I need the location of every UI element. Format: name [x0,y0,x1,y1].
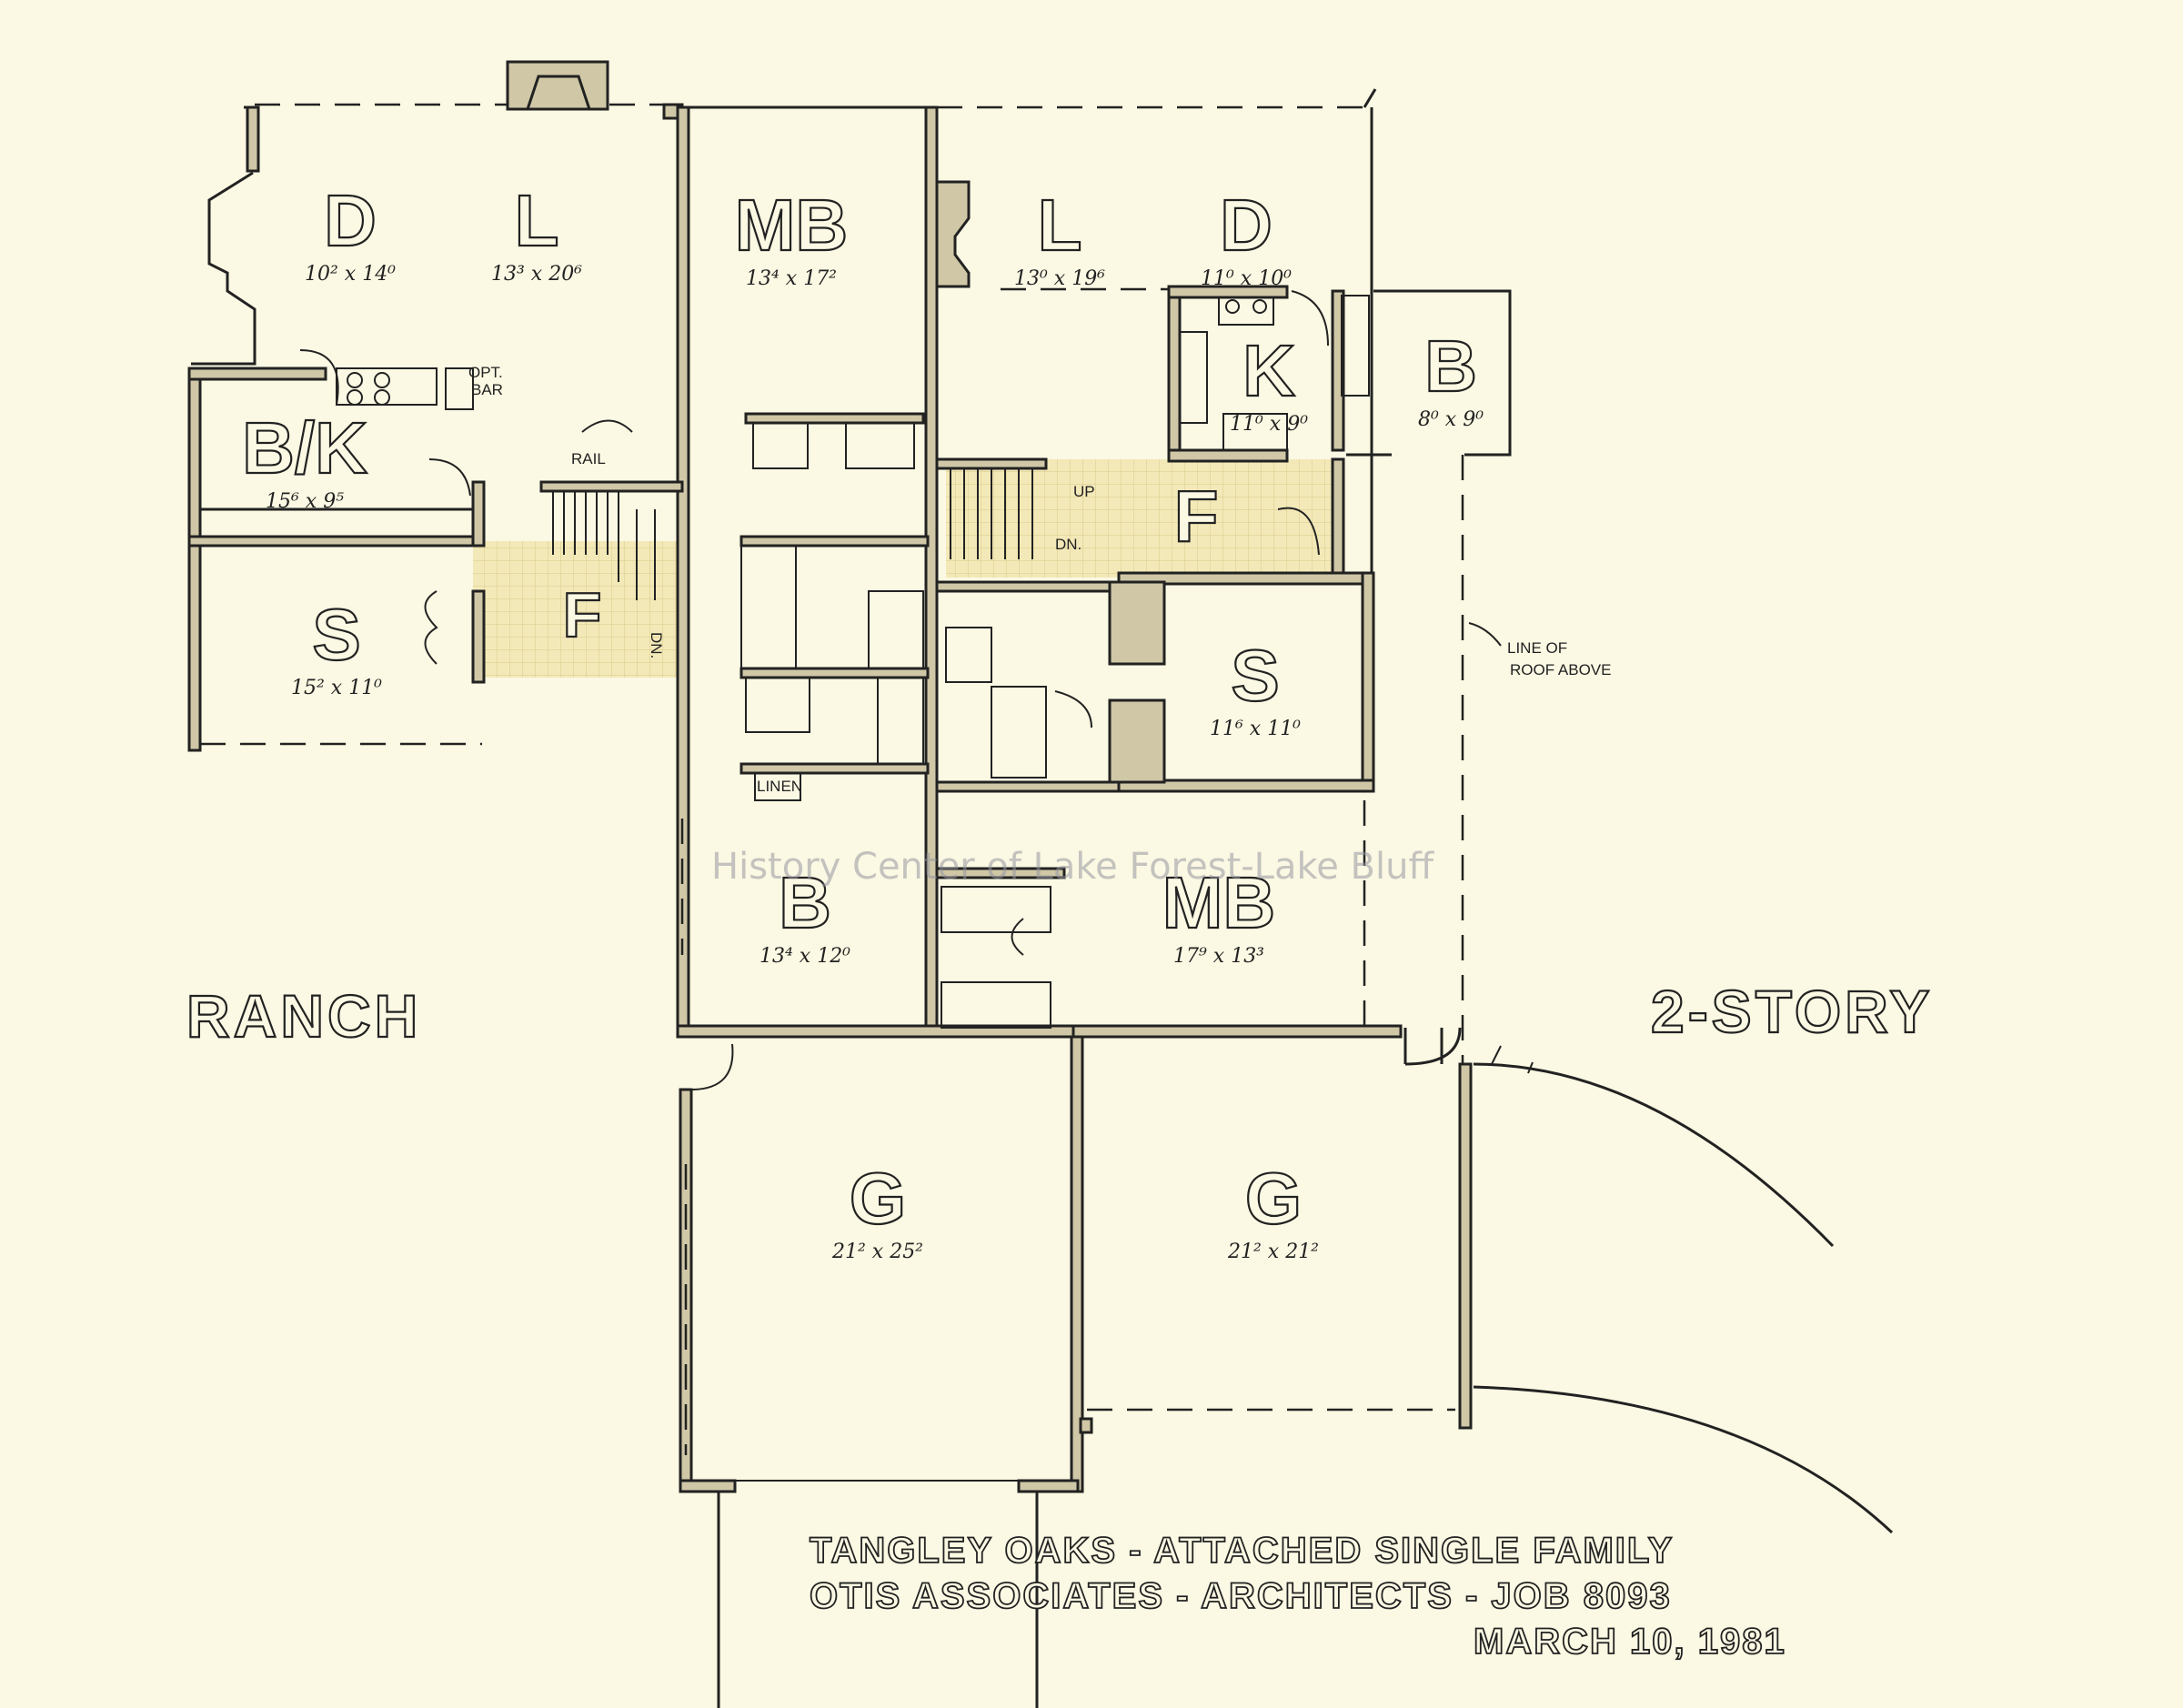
fireplace-2 [935,180,971,288]
room-dim-ranch-master-bedroom: 13⁴ x 17² [746,267,837,290]
opt-bar-note: OPT. [468,364,503,381]
two-story-label: 2-STORY [1651,978,1933,1045]
room-dim-ranch-garage: 21² x 25² [831,1241,923,1263]
roof-note: LINE OF [1507,639,1567,657]
room-dim-ranch-living: 13³ x 20⁶ [491,263,582,286]
driveway-curve [1473,1062,1835,1248]
room-letter-story-breakfast: B [1424,326,1477,407]
room-letter-story-garage: G [1245,1158,1302,1239]
room-dim-ranch-study: 15² x 11⁰ [291,677,382,699]
ranch-label: RANCH [186,982,421,1050]
room-dim-story-garage: 21² x 21² [1227,1241,1319,1263]
room-letter-story-living: L [1038,185,1082,266]
room-letter-ranch-living: L [515,180,559,261]
room-letter-story-foyer: F [1174,476,1219,557]
party-wall-right [924,105,939,1037]
opt-bar-note-2: BAR [471,381,503,398]
room-dim-ranch-bedroom: 13⁴ x 12⁰ [760,945,850,968]
linen-note: LINEN [757,778,802,795]
dn-note-story: DN. [1055,536,1081,553]
story-foyer-tile [946,459,1337,578]
ranch-foyer-tile [473,541,687,678]
room-dim-ranch-breakfast-kitchen: 15⁶ x 9⁵ [266,490,344,513]
room-dim-story-kitchen: 11⁰ x 9⁰ [1230,413,1308,436]
room-letter-ranch-master-bedroom: MB [735,185,848,266]
room-letter-ranch-study: S [312,594,360,675]
ranch-stair [552,491,656,600]
ranch-unit [187,60,1364,1708]
room-letter-ranch-breakfast-kitchen: B/K [242,407,367,488]
room-letter-story-master-bedroom: MB [1162,862,1275,943]
room-dim-story-breakfast: 8⁰ x 9⁰ [1418,408,1484,431]
room-letter-story-study: S [1231,635,1279,716]
room-letter-ranch-bedroom: B [779,862,831,943]
room-letter-ranch-dining: D [324,180,377,261]
story-stair [950,468,1033,559]
roof-note-2: ROOF ABOVE [1510,661,1611,678]
party-wall-left [676,105,690,1037]
room-dim-story-master-bedroom: 17⁹ x 13³ [1173,945,1264,968]
title-line-2: OTIS ASSOCIATES - ARCHITECTS - JOB 8093 [810,1576,1672,1616]
wall [246,105,260,173]
up-note: UP [1073,483,1095,500]
room-dim-story-living: 13⁰ x 19⁶ [1014,267,1105,290]
room-letter-ranch-foyer: F [563,579,602,650]
room-dim-ranch-dining: 10² x 14⁰ [305,263,396,286]
watermark: History Center of Lake Forest-Lake Bluff [711,846,1434,888]
room-letter-story-kitchen: K [1242,330,1295,411]
title-line-1: TANGLEY OAKS - ATTACHED SINGLE FAMILY [810,1531,1674,1571]
title-line-3: MARCH 10, 1981 [1474,1622,1786,1662]
room-letter-story-dining: D [1220,185,1273,266]
two-story-unit [935,88,1894,1534]
dn-note-ranch: DN. [648,632,665,658]
fireplace [506,60,609,111]
room-letter-ranch-garage: G [850,1158,906,1239]
driveway-curve [1473,1385,1894,1534]
rail-note: RAIL [571,450,606,467]
room-dim-story-dining: 11⁰ x 10⁰ [1201,267,1292,290]
room-dim-story-study: 11⁶ x 11⁰ [1210,718,1301,740]
